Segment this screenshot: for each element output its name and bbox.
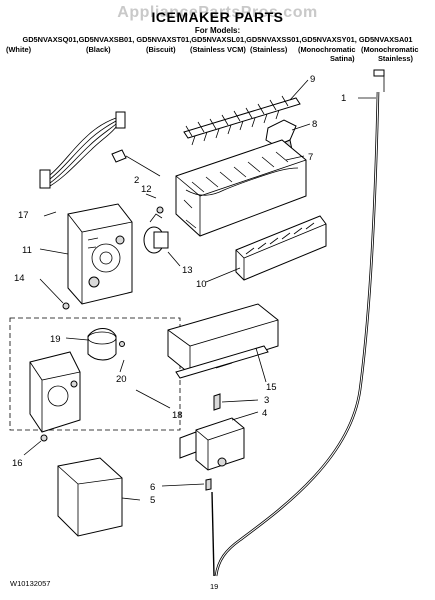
variant-label-line2: Satina) [330, 54, 355, 63]
leader-lines [39, 79, 376, 501]
screw-part [39, 278, 70, 310]
callout-5: 5 [150, 495, 155, 506]
callout-14: 14 [14, 273, 25, 284]
model-list: GD5NVAXSQ01,GD5NVAXSB01, GD5NVAXST01,GD5… [22, 35, 413, 44]
callout-15: 15 [266, 382, 277, 393]
fill-cup [167, 303, 279, 379]
callout-17: 17 [18, 210, 29, 221]
water-valve [179, 417, 245, 471]
ejector-blade [183, 95, 301, 146]
callout-3: 3 [264, 395, 269, 406]
screw-part [213, 393, 259, 411]
callout-12: 12 [141, 184, 152, 195]
screw-part [205, 478, 212, 491]
callout-8: 8 [312, 119, 317, 130]
watermark: AppliancePartsPros.com [117, 4, 318, 21]
variant-label: (Stainless) [250, 45, 288, 54]
callout-20: 20 [116, 374, 127, 385]
screw-part [23, 434, 48, 456]
document-number: W10132057 [10, 579, 51, 588]
callout-1: 1 [341, 93, 346, 104]
callout-18: 18 [172, 410, 183, 421]
callout-4: 4 [262, 408, 267, 419]
variant-label: (Stainless VCM) [190, 45, 246, 54]
variant-label: (Monochromatic [361, 45, 419, 54]
clip-part [111, 149, 161, 177]
stripper-part [235, 215, 327, 281]
variant-label: (Black) [86, 45, 111, 54]
motor-part [143, 206, 169, 254]
callout-16: 16 [12, 458, 23, 469]
foam-pad [57, 457, 123, 537]
wire-harness [39, 111, 126, 189]
for-models-label: For Models: [194, 26, 241, 35]
callout-19: 19 [50, 334, 61, 345]
callout-7: 7 [308, 152, 313, 163]
callout-9: 9 [310, 74, 315, 85]
variant-label: (White) [6, 45, 32, 54]
callout-11: 11 [22, 245, 32, 256]
control-housing [67, 203, 133, 305]
page-title: ICEMAKER PARTS [151, 9, 284, 25]
ice-mold [175, 139, 307, 237]
fill-tube [211, 69, 385, 577]
assembly-dashed-box [9, 317, 181, 431]
callout-labels: 1 2 3 4 5 6 7 8 9 10 11 12 13 14 15 16 1… [12, 74, 346, 506]
callout-10: 10 [196, 279, 207, 290]
callout-2: 2 [134, 175, 139, 186]
variant-label: (Monochromatic [298, 45, 356, 54]
callout-6: 6 [150, 482, 155, 493]
variant-label-line2: Stainless) [378, 54, 413, 63]
variant-label: (Biscuit) [146, 45, 176, 54]
thermostat-part [87, 328, 125, 361]
callout-13: 13 [182, 265, 193, 276]
cover-plate [29, 351, 81, 433]
page-number: 19 [210, 582, 219, 591]
